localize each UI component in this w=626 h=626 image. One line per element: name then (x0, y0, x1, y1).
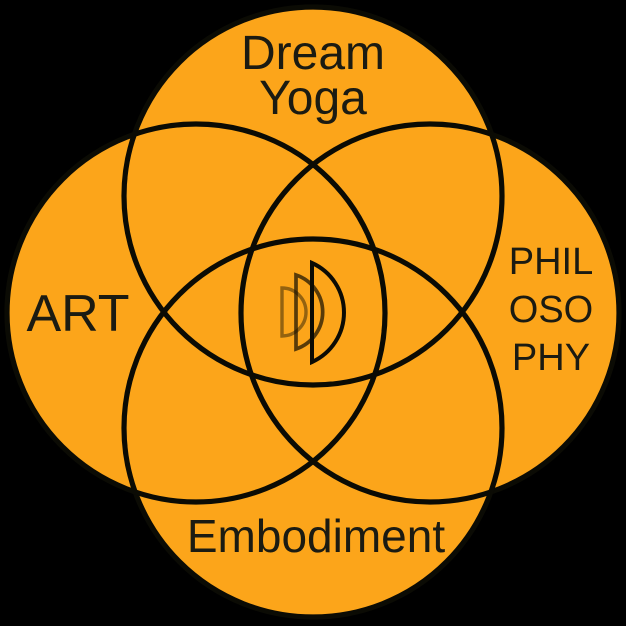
crescent-large-icon (310, 259, 346, 366)
label-philosophy: PHIL OSO PHY (471, 238, 626, 382)
label-philosophy-line3: PHY (511, 337, 591, 379)
circle-dream-yoga-outline (121, 4, 505, 388)
label-dream-yoga: Dream Yoga (163, 27, 463, 125)
nested-crescents-icon (280, 259, 346, 366)
label-philosophy-line2: OSO (508, 289, 594, 331)
crescent-medium-icon (294, 272, 325, 352)
circle-philosophy-outline (238, 121, 622, 505)
circle-art-fill (7, 124, 385, 502)
circle-art-outline (4, 121, 388, 505)
label-philosophy-line1: PHIL (508, 241, 594, 283)
venn-circle-fills (7, 7, 619, 617)
label-dream-yoga-line1: Dream (240, 27, 386, 80)
venn-circle-outlines (4, 4, 622, 620)
label-art: ART (24, 288, 132, 340)
label-embodiment-line1: Embodiment (186, 510, 446, 562)
label-embodiment: Embodiment (116, 513, 516, 559)
crescent-small-icon (280, 286, 308, 338)
label-art-line1: ART (26, 285, 130, 343)
label-dream-yoga-line2: Yoga (259, 72, 367, 125)
circle-embodiment-outline (121, 236, 505, 620)
